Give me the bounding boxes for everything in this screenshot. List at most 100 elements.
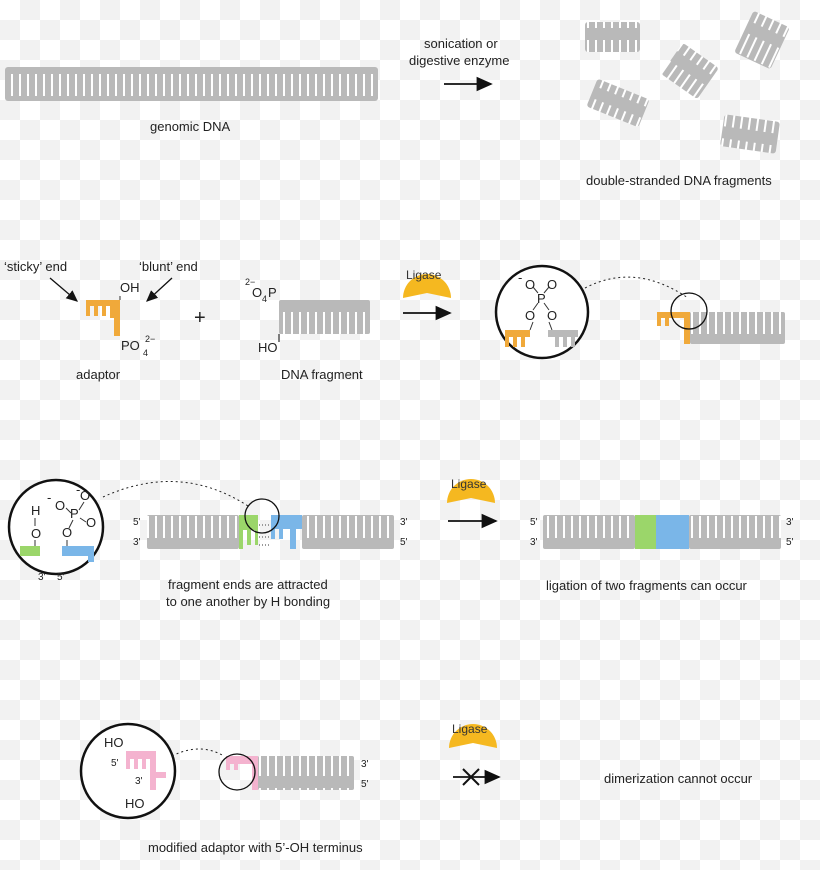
fragment-phosphate-p: P bbox=[268, 285, 277, 300]
pair-left-3prime: 3' bbox=[133, 537, 141, 548]
pair-green-end bbox=[239, 515, 258, 549]
product-green-segment bbox=[635, 515, 656, 549]
pair-right-helix bbox=[302, 515, 394, 549]
pair-blue-end bbox=[271, 515, 302, 549]
product-right-3prime: 3' bbox=[786, 517, 794, 528]
ligase-label-1: Ligase bbox=[406, 268, 442, 282]
modified-adaptor-zoom: HO 5' 3' HO bbox=[79, 722, 177, 820]
zoom3-3prime: 3' bbox=[135, 776, 143, 787]
blocked-x-mark bbox=[462, 768, 480, 786]
zoom2-o-right: O bbox=[86, 515, 96, 530]
adaptor-po4-subscript: 4 bbox=[143, 348, 148, 358]
dna-fragment-5 bbox=[720, 114, 780, 154]
hbond-label-line1: fragment ends are attracted bbox=[168, 577, 328, 592]
adaptor bbox=[86, 300, 120, 336]
zoom1-phosphorus: P bbox=[537, 291, 546, 306]
dna-fragment-3 bbox=[662, 43, 718, 99]
dna-fragment-label: DNA fragment bbox=[281, 367, 363, 382]
zoom3-ho-bottom: HO bbox=[125, 796, 145, 811]
adaptor-po4-charge: 2− bbox=[145, 334, 155, 344]
hbond-pair: 5' 3' 3' 5' bbox=[133, 498, 408, 549]
zoom2-green-end bbox=[20, 546, 40, 556]
ligase-shape-3 bbox=[449, 724, 497, 748]
zoom1-adaptor-end bbox=[505, 330, 530, 347]
modified-3prime: 3' bbox=[361, 759, 369, 770]
joined-fragment-helix bbox=[690, 312, 785, 344]
zoom3-5prime: 5' bbox=[111, 758, 119, 769]
joined-adaptor bbox=[657, 312, 690, 344]
zoom2-hydrogen: H bbox=[31, 503, 40, 518]
adaptor-bottom-strand bbox=[114, 306, 120, 336]
zoom1-o-top-left: O bbox=[525, 277, 535, 292]
product-left-5prime: 5' bbox=[530, 517, 538, 528]
pair-left-5prime: 5' bbox=[133, 517, 141, 528]
zoom2-phosphorus: P bbox=[70, 506, 79, 521]
zoom2-hydroxyl-o: O bbox=[31, 526, 41, 541]
modified-fragment-helix bbox=[258, 756, 354, 790]
product-right-5prime: 5' bbox=[786, 537, 794, 548]
sticky-end-arrow bbox=[49, 277, 78, 302]
fragment-phosphate-subscript: 4 bbox=[262, 294, 267, 304]
plus-sign: + bbox=[194, 307, 206, 329]
adaptor-label: adaptor bbox=[76, 367, 121, 382]
hbond-zoom-circle: - O - O P O O H O 3' 5' bbox=[7, 478, 105, 583]
adaptor-top-strand bbox=[86, 300, 120, 306]
pair-hbond-dots bbox=[259, 524, 270, 546]
junction-circle-1 bbox=[670, 292, 708, 330]
fragments-label: double-stranded DNA fragments bbox=[586, 173, 772, 188]
modified-5prime: 5' bbox=[361, 779, 369, 790]
adaptor-oh: OH bbox=[120, 280, 140, 295]
adaptor-po4: PO bbox=[121, 338, 140, 353]
ligase-shape-2 bbox=[447, 479, 495, 503]
pair-left-helix bbox=[147, 515, 239, 549]
hbond-label-line2: to one another by H bonding bbox=[166, 594, 330, 609]
zoom1-o-bottom-left: O bbox=[525, 308, 535, 323]
modified-adaptor-label: modified adaptor with 5’-OH terminus bbox=[148, 840, 363, 855]
dna-fragments bbox=[585, 11, 789, 154]
zoom2-bonds bbox=[34, 501, 87, 546]
ligase-label-3: Ligase bbox=[452, 722, 488, 736]
blunt-end-label: ‘blunt’ end bbox=[139, 259, 198, 274]
zoom2-o-bottom: O bbox=[62, 525, 72, 540]
ligase-enzyme-1: Ligase bbox=[403, 268, 451, 298]
ligase-enzyme-3: Ligase bbox=[449, 722, 497, 748]
fragment-phosphate-o: O bbox=[252, 285, 262, 300]
dimerization-label: dimerization cannot occur bbox=[604, 771, 753, 786]
sticky-end-label: ‘sticky’ end bbox=[4, 259, 67, 274]
product-left-3prime: 3' bbox=[530, 537, 538, 548]
genomic-dna-label: genomic DNA bbox=[150, 119, 231, 134]
genomic-dna-helix bbox=[5, 67, 378, 101]
blunt-end-arrow bbox=[146, 277, 173, 302]
junction-circle-2 bbox=[244, 498, 280, 534]
digestive-enzyme-label: digestive enzyme bbox=[409, 53, 509, 68]
zoom2-5prime: 5' bbox=[57, 572, 65, 583]
ligase-enzyme-2: Ligase bbox=[447, 477, 495, 503]
zoom1-o-bottom-right: O bbox=[547, 308, 557, 323]
dna-fragment-4 bbox=[587, 79, 649, 127]
product-left-helix bbox=[543, 515, 635, 549]
phosphate-zoom-circle: - O O P O O bbox=[494, 264, 590, 360]
sonication-label: sonication or bbox=[424, 36, 498, 51]
zoom2-blue-end bbox=[62, 546, 94, 562]
modified-adaptor-fragment: 3' 5' bbox=[218, 753, 369, 791]
zoom1-o-top-right: O bbox=[547, 277, 557, 292]
dna-fragment-1 bbox=[585, 22, 640, 52]
zoom3-pink-adaptor bbox=[126, 751, 166, 790]
fragment-ho: HO bbox=[258, 340, 278, 355]
zoom2-3prime: 3' bbox=[38, 572, 46, 583]
junction-circle-3 bbox=[218, 753, 256, 791]
product-right-helix bbox=[689, 515, 781, 549]
zoom-circle-3 bbox=[79, 722, 177, 820]
zoom3-ho-top: HO bbox=[104, 735, 124, 750]
ligated-product: 5' 3' 3' 5' bbox=[530, 515, 794, 549]
zoom2-minus-left: - bbox=[47, 490, 51, 505]
pair-right-3prime: 3' bbox=[400, 517, 408, 528]
adaptor-teeth bbox=[86, 306, 114, 318]
genomic-dna bbox=[5, 67, 378, 101]
adaptor-joined-fragment bbox=[657, 292, 785, 344]
zoom2-minus-top: - bbox=[76, 482, 80, 497]
modified-pink-end bbox=[226, 756, 258, 790]
zoom1-minus: - bbox=[518, 270, 522, 285]
ligase-label-2: Ligase bbox=[451, 477, 487, 491]
